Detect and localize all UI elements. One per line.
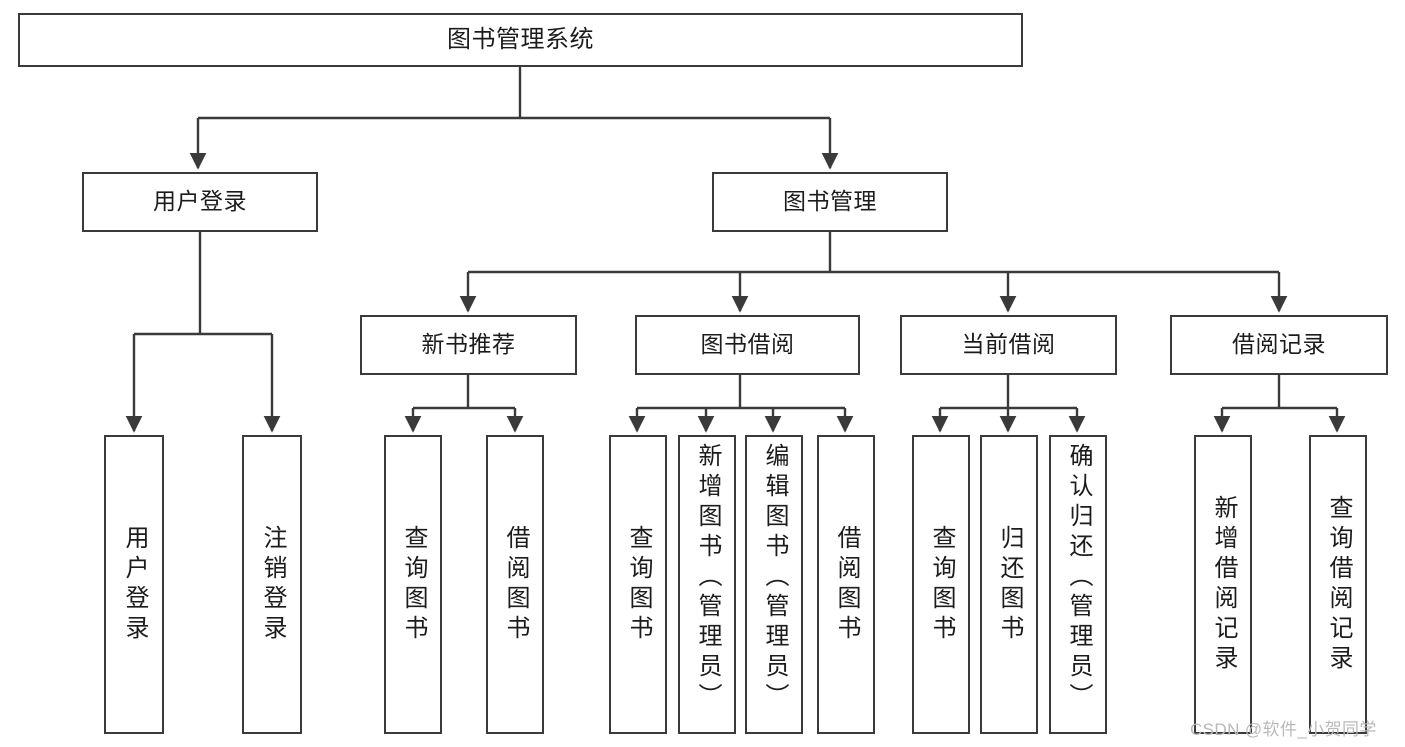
leaf-query-book-b[interactable]: 查询图书 [609, 435, 667, 734]
node-borrow-record[interactable]: 借阅记录 [1170, 315, 1388, 375]
leaf-add-record-label: 新增借阅记录 [1210, 494, 1237, 675]
node-book-manage[interactable]: 图书管理 [712, 172, 948, 232]
leaf-return-book[interactable]: 归还图书 [980, 435, 1038, 734]
leaf-return-book-label: 归还图书 [996, 524, 1023, 645]
leaf-logout-label: 注销登录 [259, 524, 286, 645]
leaf-query-book-a-label: 查询图书 [400, 524, 427, 645]
node-book-borrow-label: 图书借阅 [700, 331, 795, 358]
node-book-borrow[interactable]: 图书借阅 [635, 315, 860, 375]
leaf-user-login[interactable]: 用户登录 [104, 435, 164, 734]
node-root[interactable]: 图书管理系统 [18, 13, 1023, 67]
leaf-confirm-return[interactable]: 确认归还（管理员） [1049, 435, 1107, 734]
node-borrow-record-label: 借阅记录 [1232, 331, 1326, 358]
leaf-edit-book[interactable]: 编辑图书（管理员） [745, 435, 803, 734]
node-user-login[interactable]: 用户登录 [82, 172, 318, 232]
leaf-borrow-book-b-label: 借阅图书 [833, 524, 860, 645]
leaf-add-book-label: 新增图书（管理员） [694, 443, 721, 713]
node-new-book-recommend-label: 新书推荐 [421, 331, 516, 358]
csdn-watermark: CSDN @软件_小贺同学 [1190, 720, 1377, 739]
node-current-borrow[interactable]: 当前借阅 [900, 315, 1117, 375]
leaf-add-record[interactable]: 新增借阅记录 [1194, 435, 1252, 734]
leaf-query-book-b-label: 查询图书 [625, 524, 652, 645]
leaf-query-book-a[interactable]: 查询图书 [384, 435, 442, 734]
leaf-borrow-book-a-label: 借阅图书 [502, 524, 529, 645]
node-root-label: 图书管理系统 [447, 25, 594, 53]
leaf-query-book-c[interactable]: 查询图书 [912, 435, 970, 734]
leaf-borrow-book-a[interactable]: 借阅图书 [486, 435, 544, 734]
node-user-login-label: 用户登录 [153, 188, 247, 215]
leaf-edit-book-label: 编辑图书（管理员） [761, 443, 788, 713]
node-new-book-recommend[interactable]: 新书推荐 [360, 315, 577, 375]
leaf-confirm-return-label: 确认归还（管理员） [1065, 443, 1092, 713]
leaf-query-record-label: 查询借阅记录 [1325, 494, 1352, 675]
leaf-add-book[interactable]: 新增图书（管理员） [678, 435, 736, 734]
leaf-logout[interactable]: 注销登录 [242, 435, 302, 734]
node-book-manage-label: 图书管理 [783, 188, 877, 215]
leaf-query-book-c-label: 查询图书 [928, 524, 955, 645]
leaf-query-record[interactable]: 查询借阅记录 [1309, 435, 1367, 734]
leaf-borrow-book-b[interactable]: 借阅图书 [817, 435, 875, 734]
leaf-user-login-label: 用户登录 [121, 524, 148, 645]
node-current-borrow-label: 当前借阅 [961, 331, 1056, 358]
